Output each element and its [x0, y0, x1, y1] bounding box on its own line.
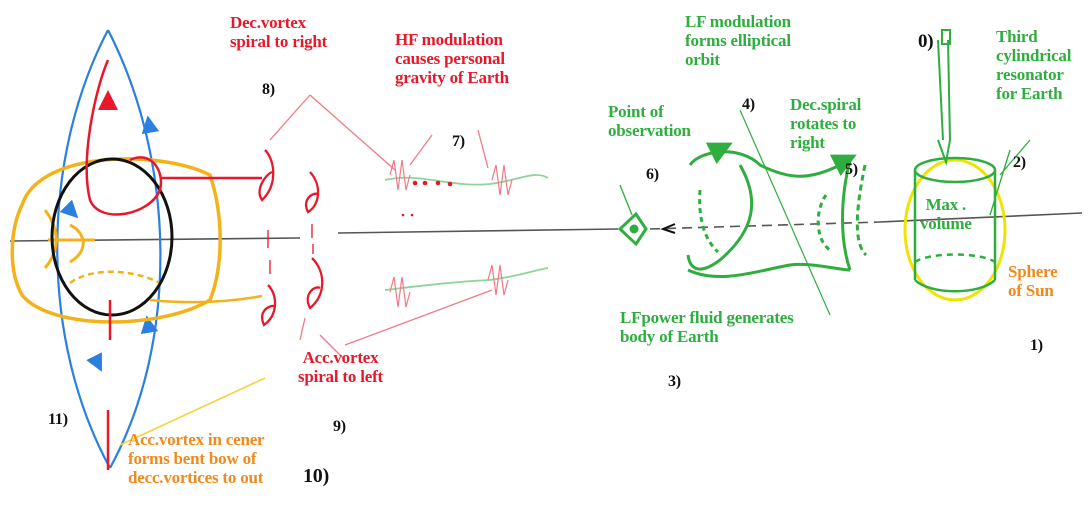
number-4: 4) [742, 96, 755, 113]
label-max-volume: Max . volume [920, 195, 972, 233]
label-lf-modulation: LF modulation forms elliptical orbit [685, 12, 791, 69]
wave-dots [401, 180, 453, 217]
vortex-spirals [258, 149, 324, 327]
observation-eye [617, 184, 648, 247]
sun-resonator [903, 29, 1031, 302]
number-11: 11) [48, 411, 68, 428]
number-0: 0) [918, 31, 934, 52]
label-lf-power-fluid: LFpower fluid generates body of Earth [620, 308, 794, 346]
wave-modulation [384, 159, 549, 308]
pointer-line-10 [119, 377, 266, 446]
label-dec-vortex: Dec.vortex spiral to right [230, 13, 328, 51]
green-earth-body [686, 109, 868, 316]
number-6: 6) [646, 166, 659, 183]
number-2: 2) [1013, 154, 1026, 171]
number-1: 1) [1030, 337, 1043, 354]
label-acc-vortex: Acc.vortex spiral to left [298, 348, 384, 386]
number-7: 7) [452, 133, 465, 150]
number-10: 10) [303, 465, 330, 487]
number-8: 8) [262, 81, 275, 98]
blue-lens [56, 29, 162, 469]
label-sphere-of-sun: Sphere of Sun [1008, 262, 1058, 300]
number-5: 5) [845, 161, 858, 178]
number-9: 9) [333, 418, 346, 435]
label-hf-modulation: HF modulation causes personal gravity of… [395, 30, 509, 87]
label-point-of-observation: Point of observation [608, 102, 691, 140]
pointer-lines [269, 94, 493, 361]
label-acc-vortex-center: Acc.vortex in cener forms bent bow of de… [128, 430, 265, 487]
number-3: 3) [668, 373, 681, 390]
label-third-resonator: Third cylindrical resonator for Earth [996, 27, 1072, 103]
black-circle [50, 157, 174, 317]
red-inner-loop [85, 59, 263, 470]
label-dec-spiral: Dec.spiral rotates to right [790, 95, 862, 152]
